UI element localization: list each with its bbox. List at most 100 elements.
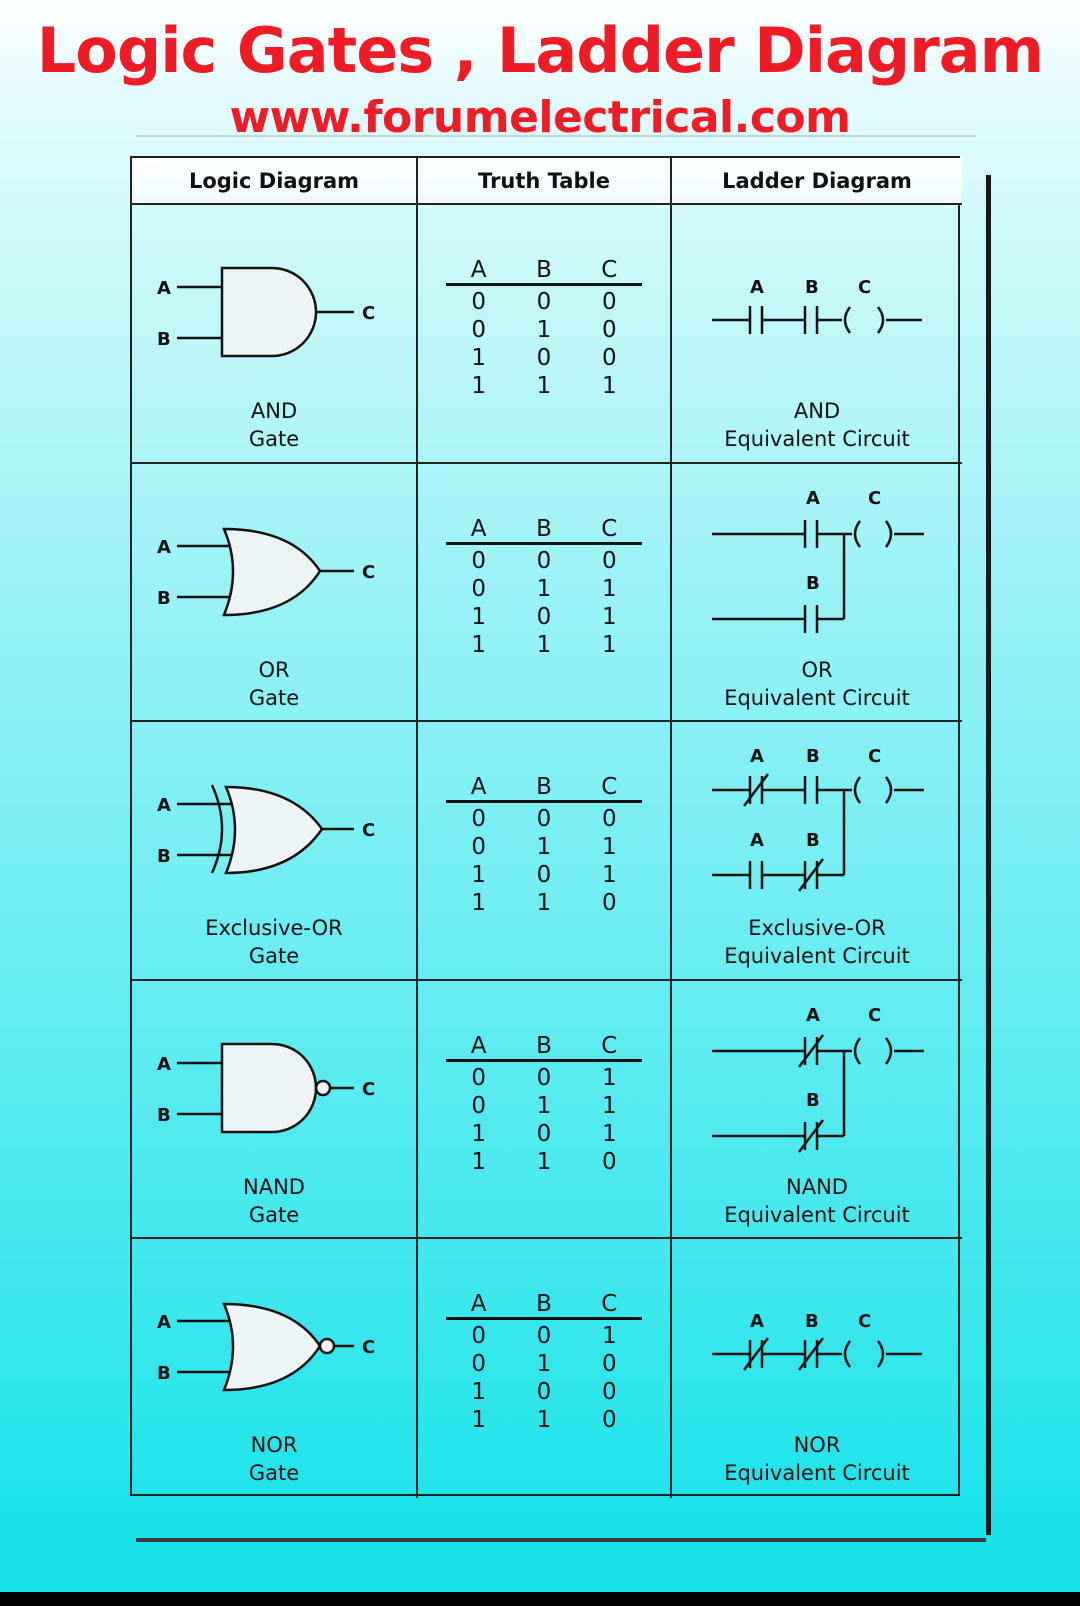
and-ladder-rung: A B C xyxy=(712,277,922,334)
nor-ladder-rung: A B C xyxy=(712,1311,922,1372)
contact-a-label: A xyxy=(750,746,764,767)
coil-c-label: C xyxy=(858,1311,871,1332)
input-b-label: B xyxy=(157,1363,171,1384)
contact-b-label: B xyxy=(806,573,820,594)
header-logic-diagram: Logic Diagram xyxy=(132,158,418,205)
header-truth-table: Truth Table xyxy=(418,158,672,205)
input-a-label: A xyxy=(157,537,171,558)
panel-shadow xyxy=(986,175,991,1535)
coil-c-label: C xyxy=(868,488,881,509)
coil-c-label: C xyxy=(858,277,871,298)
nand-ladder-rung: A B C xyxy=(712,1005,924,1153)
input-a-label: A xyxy=(157,278,171,299)
or-ladder-rung: A B C xyxy=(712,488,924,633)
contact-b-label: B xyxy=(805,1311,819,1332)
divider xyxy=(136,135,976,137)
contact-b-label: B xyxy=(805,277,819,298)
xor-gate-symbol: A B C xyxy=(157,784,375,875)
output-c-label: C xyxy=(362,562,375,583)
contact-a-label: A xyxy=(750,277,764,298)
contact-a-label: A xyxy=(806,488,820,509)
header-ladder-diagram: Ladder Diagram xyxy=(672,158,962,205)
output-c-label: C xyxy=(362,1079,375,1100)
input-b-label: B xyxy=(157,329,171,350)
input-b-label: B xyxy=(157,1105,171,1126)
website-url: www.forumelectrical.com xyxy=(229,92,851,143)
coil-c-label: C xyxy=(868,1005,881,1026)
bottom-bar xyxy=(0,1592,1080,1606)
panel-shadow-bottom xyxy=(136,1538,986,1542)
input-b-label: B xyxy=(157,846,171,867)
output-c-label: C xyxy=(362,820,375,841)
page-title: Logic Gates , Ladder Diagram xyxy=(36,14,1044,87)
input-a-label: A xyxy=(157,795,171,816)
coil-c-label: C xyxy=(868,746,881,767)
input-b-label: B xyxy=(157,588,171,609)
contact-a-label: A xyxy=(750,1311,764,1332)
input-a-label: A xyxy=(157,1312,171,1333)
and-gate-symbol: A B C xyxy=(157,266,375,358)
output-c-label: C xyxy=(362,303,375,324)
output-c-label: C xyxy=(362,1337,375,1358)
nor-gate-symbol: A B C xyxy=(157,1303,375,1392)
nand-gate-symbol: A B C xyxy=(157,1042,375,1134)
xor-ladder-rung: A B C A B xyxy=(712,746,924,892)
or-gate-symbol: A B C xyxy=(157,527,375,616)
contact-a-label: A xyxy=(750,830,764,851)
contact-b-label: B xyxy=(806,746,820,767)
contact-a-label: A xyxy=(806,1005,820,1026)
logic-table: Logic Diagram Truth Table Ladder Diagram… xyxy=(130,156,962,1498)
contact-b-label: B xyxy=(806,1090,820,1111)
